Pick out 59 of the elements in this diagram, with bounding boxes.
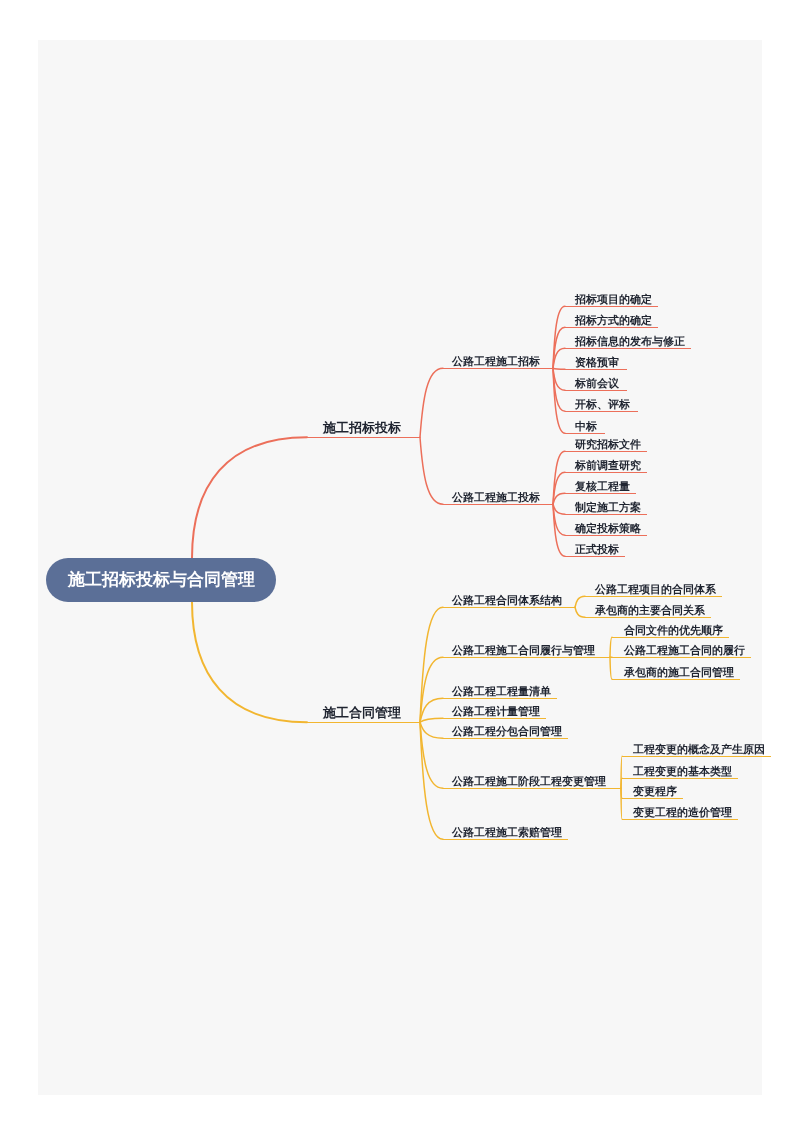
topic-label: 变更程序	[622, 784, 683, 799]
branch-line	[609, 656, 613, 680]
branch-line	[552, 326, 566, 369]
topic-label: 公路工程项目的合同体系	[585, 582, 722, 597]
topic-label: 中标	[565, 419, 605, 434]
topic-label: 招标项目的确定	[565, 292, 658, 307]
topic-label: 标前会议	[565, 376, 627, 391]
branch-line	[552, 367, 566, 370]
topic-label: 公路工程施工合同履行与管理	[443, 643, 610, 658]
branch-line	[419, 717, 444, 723]
topic-label: 招标信息的发布与修正	[565, 334, 691, 349]
branch-line	[419, 721, 444, 739]
branch-line	[574, 595, 586, 608]
topic-label: 确定投标策略	[565, 521, 647, 536]
branch-line	[620, 777, 623, 789]
branch-line	[552, 471, 566, 505]
branch-line	[191, 436, 308, 559]
branch-line	[552, 450, 566, 505]
topic-label: 变更工程的造价管理	[622, 805, 738, 820]
topic-label: 合同文件的优先顺序	[612, 623, 729, 638]
topic-label: 公路工程计量管理	[443, 704, 546, 719]
branch-line	[419, 367, 444, 438]
topic-label: 公路工程施工招标	[443, 354, 553, 369]
topic-label: 标前调查研究	[565, 458, 647, 473]
branch-line	[552, 367, 566, 434]
topic-label: 公路工程合同体系结构	[443, 593, 575, 608]
topic-label: 制定施工方案	[565, 500, 647, 515]
branch-line	[419, 697, 444, 723]
central-topic-box: 施工招标投标与合同管理	[46, 558, 276, 602]
topic-label: 工程变更的概念及产生原因	[622, 742, 771, 757]
topic-label: 公路工程工程量清单	[443, 684, 557, 699]
branch-line	[552, 503, 566, 515]
branch-line	[609, 656, 613, 658]
topic-label: 施工合同管理	[307, 704, 420, 723]
topic-label: 研究招标文件	[565, 437, 647, 452]
branch-line	[574, 606, 586, 618]
topic-label: 招标方式的确定	[565, 313, 658, 328]
branch-line	[419, 436, 444, 505]
branch-line	[552, 503, 566, 557]
branch-line	[552, 347, 566, 369]
topic-label: 工程变更的基本类型	[622, 764, 738, 779]
topic-label: 承包商的主要合同关系	[585, 603, 711, 618]
topic-label: 复核工程量	[565, 479, 636, 494]
topic-label: 正式投标	[565, 542, 625, 557]
topic-label: 资格预审	[565, 355, 627, 370]
topic-label: 公路工程施工投标	[443, 490, 553, 505]
topic-label: 公路工程施工索赔管理	[443, 825, 568, 840]
topic-label: 公路工程分包合同管理	[443, 724, 568, 739]
branch-line	[609, 636, 613, 658]
topic-label: 施工招标投标	[307, 419, 420, 438]
branch-line	[191, 601, 308, 724]
topic-label: 承包商的施工合同管理	[612, 665, 740, 680]
topic-label: 公路工程施工合同的履行	[612, 643, 751, 658]
topic-label: 公路工程施工阶段工程变更管理	[443, 774, 621, 789]
branch-line	[620, 787, 623, 820]
branch-line	[419, 721, 444, 840]
topic-label: 开标、评标	[565, 397, 638, 412]
branch-line	[552, 492, 566, 505]
branch-line	[419, 656, 444, 723]
